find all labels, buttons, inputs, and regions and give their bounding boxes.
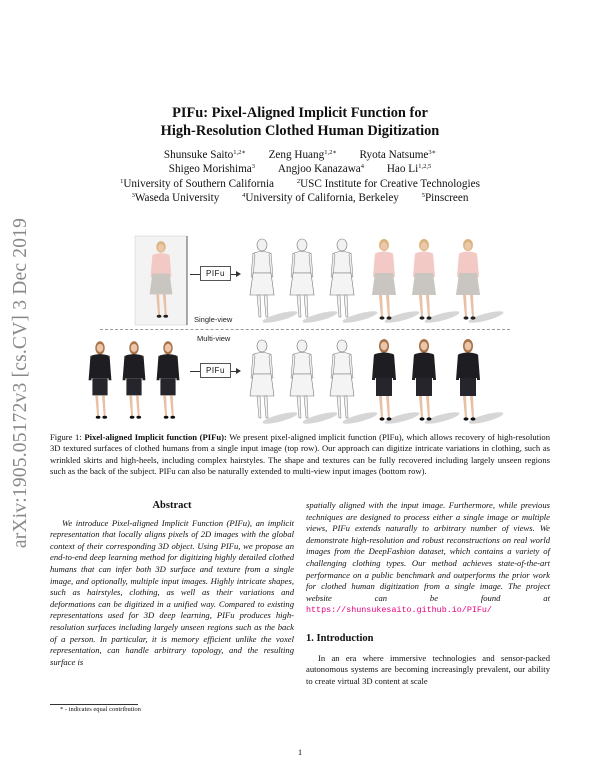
footnote-rule (50, 704, 138, 705)
introduction-text: In an era where immersive technologies a… (306, 652, 550, 686)
paper-title: PIFu: Pixel-Aligned Implicit Function fo… (160, 105, 440, 139)
footnote: * - indicates equal contribution (60, 706, 141, 713)
figure-1: PIFu Single-view Multi-view PIFu (0, 225, 600, 425)
pifu-box-single: PIFu (200, 266, 231, 281)
abstract-column-1: Abstract We introduce Pixel-aligned Impl… (50, 500, 294, 668)
figure-illustration (88, 235, 505, 425)
affiliation: 3Waseda University (131, 191, 220, 204)
affiliation: 4University of California, Berkeley (242, 191, 399, 204)
author: Shunsuke Saito1,2∗ (163, 149, 246, 161)
author: Angjoo Kanazawa4 (277, 163, 365, 175)
author: Zeng Huang1,2∗ (268, 149, 337, 161)
arrow-line (190, 371, 200, 372)
page-number: 1 (297, 747, 303, 757)
section-heading-introduction: 1. Introduction (306, 632, 374, 644)
abstract-column-2: spatially aligned with the input image. … (306, 500, 550, 687)
affiliation-list: 1University of Southern California 2USC … (0, 178, 600, 205)
author: Ryota Natsume3∗ (359, 149, 437, 161)
affiliation: 2USC Institute for Creative Technologies (296, 178, 480, 190)
author: Hao Li1,2,5 (386, 163, 432, 175)
arrow-line (231, 274, 237, 275)
abstract-text: We introduce Pixel-aligned Implicit Func… (50, 517, 294, 667)
pifu-box-multi: PIFu (200, 363, 231, 378)
abstract-heading: Abstract (152, 500, 192, 511)
arrow-right-icon (236, 271, 241, 277)
author: Shigeo Morishima3 (168, 163, 256, 175)
affiliation: 1University of Southern California (120, 178, 275, 190)
affiliation: 5Pinscreen (421, 191, 469, 204)
arrow-line (231, 371, 237, 372)
row-divider (100, 329, 510, 330)
single-view-label: Single-view (194, 315, 233, 324)
arrow-right-icon (236, 368, 241, 374)
figure-caption: Figure 1: Pixel-aligned Implicit functio… (50, 432, 550, 477)
multi-view-label: Multi-view (197, 334, 231, 343)
arrow-line (190, 274, 200, 275)
author-list: Shunsuke Saito1,2∗ Zeng Huang1,2∗ Ryota … (0, 148, 600, 176)
abstract-text-continued: spatially aligned with the input image. … (306, 500, 550, 616)
project-website-link[interactable]: https://shunsukesaito.github.io/PIFu/ (306, 605, 492, 616)
